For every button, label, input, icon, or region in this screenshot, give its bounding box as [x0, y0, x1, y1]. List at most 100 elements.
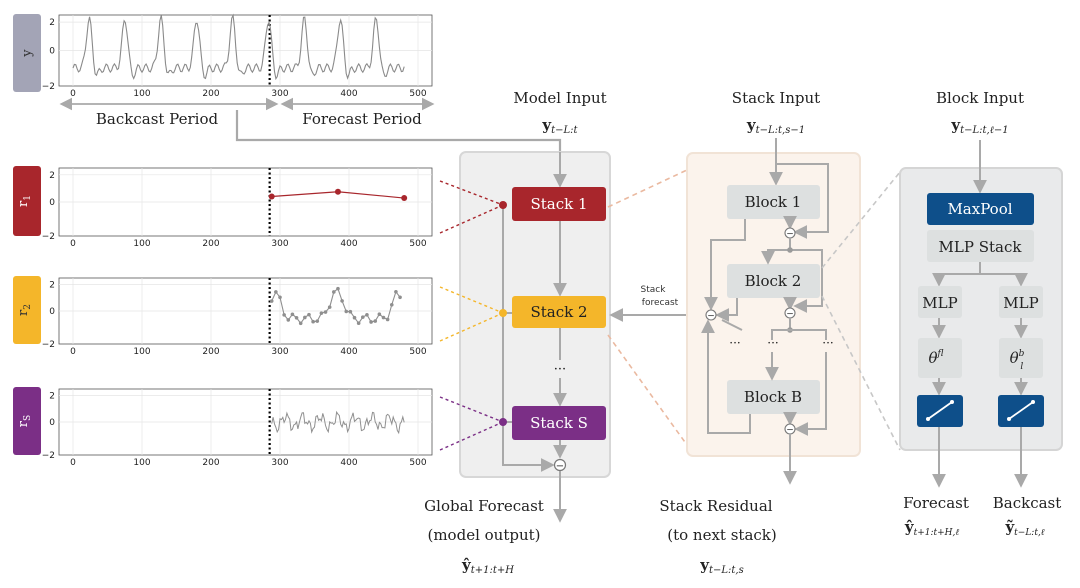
block-panel: Block Input yt−L:t,ℓ−1 MaxPool MLP Stack…	[899, 89, 1063, 538]
svg-text:Block B: Block B	[744, 388, 802, 406]
series-y-line	[72, 13, 405, 81]
y-tag	[13, 14, 41, 92]
block-1[interactable]	[727, 185, 820, 219]
svg-text:MaxPool: MaxPool	[947, 200, 1012, 218]
stack-dots-2: ···	[767, 336, 778, 350]
stack-residual-var: yt−L:t,s	[699, 556, 743, 576]
svg-text:400: 400	[340, 239, 357, 249]
r2-tag-label: r2	[16, 304, 33, 316]
backcast-var: ỹt−L:t,ℓ	[1004, 518, 1044, 538]
stack-input-title: Stack Input	[732, 89, 820, 107]
forecast-label: Forecast	[903, 494, 969, 512]
stack-forecast-label-2: forecast	[642, 298, 679, 308]
svg-text:−2: −2	[42, 451, 55, 461]
svg-text:−2: −2	[42, 340, 55, 350]
stack-2-label: Stack 2	[530, 303, 587, 321]
interpolation-backcast-icon	[998, 395, 1044, 427]
stack-forecast-label-1: Stack	[641, 285, 667, 295]
stack-input-var: yt−L:t,s−1	[746, 116, 805, 136]
svg-text:−: −	[786, 310, 794, 320]
mlp-backcast-block[interactable]	[999, 286, 1043, 318]
svg-text:2: 2	[49, 392, 55, 402]
axes-r2: 0 100 200 300 400 500 2 0 −2	[42, 277, 433, 357]
rS-tag	[13, 387, 41, 455]
backcast-label: Backcast	[993, 494, 1062, 512]
block-B[interactable]	[727, 380, 820, 414]
stack-S-button[interactable]	[512, 406, 606, 440]
maxpool-block[interactable]	[927, 193, 1034, 225]
svg-text:500: 500	[409, 458, 426, 468]
svg-text:100: 100	[133, 89, 150, 99]
svg-text:−2: −2	[42, 82, 55, 92]
svg-text:200: 200	[202, 347, 219, 357]
series-rS-line	[271, 410, 405, 435]
svg-text:0: 0	[70, 89, 76, 99]
svg-text:−: −	[786, 426, 794, 436]
r1-tag-label: r1	[16, 195, 33, 207]
svg-text:0: 0	[49, 47, 55, 57]
svg-text:300: 300	[271, 347, 288, 357]
theta-b-block[interactable]	[999, 338, 1043, 378]
stack-dots-1: ···	[729, 336, 740, 350]
svg-text:0: 0	[70, 347, 76, 357]
svg-text:500: 500	[409, 239, 426, 249]
model-panel: Model Input yt−L:t ··· Stack 1 Stack 2 S…	[235, 89, 697, 576]
svg-text:MLP: MLP	[1003, 294, 1038, 312]
stack-1-label: Stack 1	[530, 195, 587, 213]
svg-text:300: 300	[271, 458, 288, 468]
svg-text:100: 100	[133, 347, 150, 357]
svg-text:200: 200	[202, 458, 219, 468]
panel-r2: r2 0 100 200 300 400 500 2 0 −2	[13, 276, 433, 357]
mlp-forecast-block[interactable]	[918, 286, 962, 318]
svg-text:500: 500	[409, 347, 426, 357]
global-forecast-var: ŷt+1:t+H	[461, 556, 514, 576]
series-r1-points	[268, 188, 408, 202]
svg-text:−2: −2	[42, 232, 55, 242]
svg-text:300: 300	[271, 89, 288, 99]
svg-text:0: 0	[70, 458, 76, 468]
mlp-stack-block[interactable]	[927, 230, 1034, 262]
backcast-period-label: Backcast Period	[96, 110, 219, 128]
svg-text:500: 500	[409, 89, 426, 99]
svg-text:2: 2	[49, 18, 55, 28]
global-forecast-label: Global Forecast	[424, 497, 544, 515]
model-output-label: (model output)	[427, 526, 540, 544]
svg-text:400: 400	[340, 347, 357, 357]
svg-text:0: 0	[49, 307, 55, 317]
svg-text:−: −	[707, 312, 715, 322]
model-input-var: yt−L:t	[541, 116, 578, 136]
rS-tag-label: rS	[16, 415, 33, 427]
stack-panel: Stack Input yt−L:t,s−1 Block 1 Block 2 B…	[659, 89, 901, 576]
forecast-var: ŷt+1:t+H,ℓ	[904, 518, 960, 538]
stack-2-button[interactable]	[512, 296, 606, 328]
svg-text:−: −	[556, 461, 564, 472]
svg-text:0: 0	[49, 198, 55, 208]
model-input-title: Model Input	[513, 89, 606, 107]
svg-text:2: 2	[49, 281, 55, 291]
r1-tag	[13, 166, 41, 236]
theta-f-block[interactable]	[918, 338, 962, 378]
svg-text:200: 200	[202, 89, 219, 99]
stack-dots-3: ···	[822, 336, 833, 350]
svg-text:−: −	[786, 230, 794, 240]
y-tag-label: y	[20, 49, 35, 58]
svg-text:MLP: MLP	[922, 294, 957, 312]
svg-text:400: 400	[340, 89, 357, 99]
block-input-var: yt−L:t,ℓ−1	[950, 116, 1008, 136]
stack-1-button[interactable]	[512, 187, 606, 221]
svg-text:Block 2: Block 2	[745, 272, 802, 290]
block-2[interactable]	[727, 264, 820, 298]
stack-residual-label: Stack Residual	[659, 497, 772, 515]
svg-text:MLP Stack: MLP Stack	[939, 238, 1023, 256]
panel-y: y 0 100 200 300 400 500 2 0 −2	[13, 13, 433, 99]
r2-tag	[13, 276, 41, 344]
forecast-period-label: Forecast Period	[302, 110, 422, 128]
svg-text:200: 200	[202, 239, 219, 249]
stack-S-label: Stack S	[530, 414, 588, 432]
model-subtract-node	[553, 458, 567, 472]
